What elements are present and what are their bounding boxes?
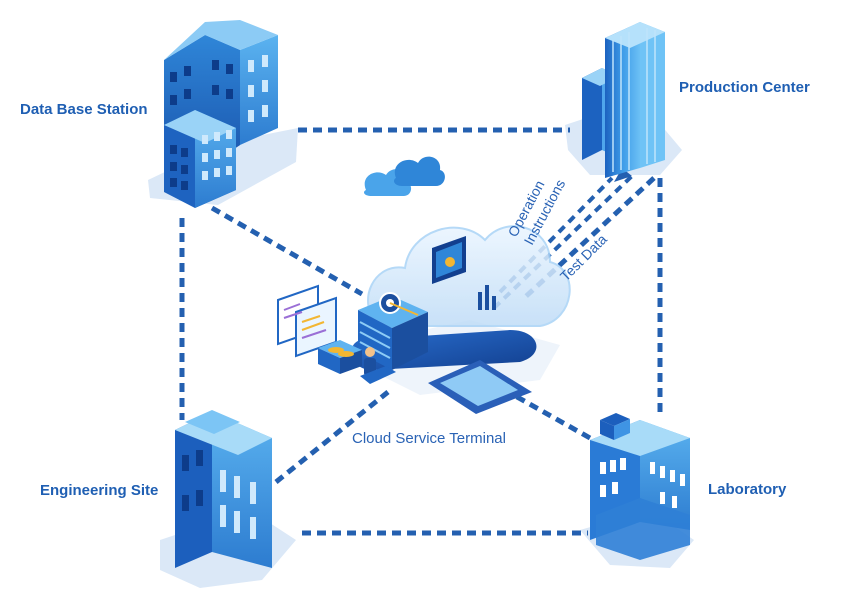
engineering-building-icon bbox=[175, 410, 272, 568]
connector-database-cloud bbox=[210, 205, 364, 297]
connector-laboratory-cloud bbox=[508, 390, 592, 441]
label-cloud-service-terminal: Cloud Service Terminal bbox=[352, 430, 506, 447]
connector-engineering-cloud bbox=[274, 390, 390, 484]
label-laboratory: Laboratory bbox=[708, 481, 787, 498]
laboratory-building-icon bbox=[590, 413, 690, 560]
label-data-base-station: Data Base Station bbox=[20, 101, 148, 118]
label-production-center: Production Center bbox=[679, 79, 810, 96]
server-stack-icon bbox=[358, 292, 428, 370]
person-icon bbox=[360, 347, 396, 384]
monitor-icon bbox=[432, 236, 466, 284]
production-tower-icon bbox=[582, 22, 665, 178]
label-engineering-site: Engineering Site bbox=[40, 482, 159, 499]
cloud-service-illustration bbox=[277, 156, 571, 414]
arrow-head-icon bbox=[614, 168, 632, 182]
bar-chart-icon bbox=[478, 285, 496, 310]
small-cloud-icon bbox=[394, 156, 445, 186]
connectors bbox=[179, 127, 663, 536]
database-building-icon bbox=[164, 20, 278, 208]
storage-coins-icon bbox=[318, 340, 362, 374]
